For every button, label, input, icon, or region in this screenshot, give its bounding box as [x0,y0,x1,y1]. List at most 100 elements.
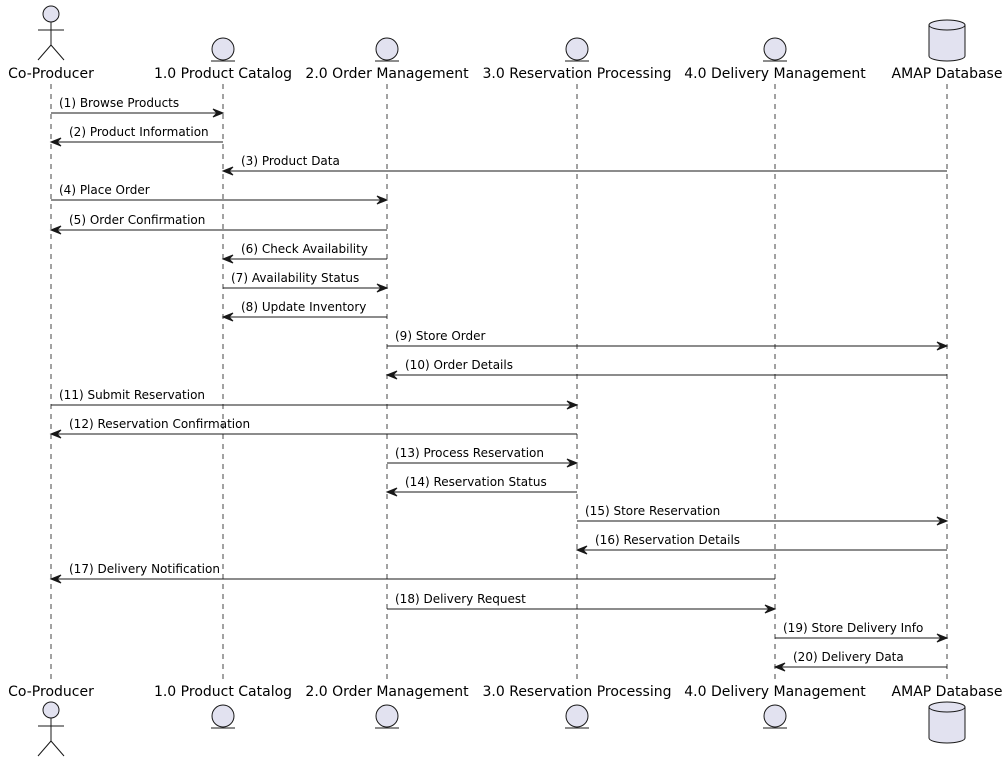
participant-bottom-p3: 3.0 Reservation Processing [483,684,672,729]
message-2: (2) Product Information [49,125,223,147]
arrowhead-icon [936,633,949,643]
participant-label: Co-Producer [8,684,94,700]
participant-top-p4: 4.0 Delivery Management [684,37,866,82]
message-label: (2) Product Information [69,125,209,139]
arrowhead-icon [385,487,398,497]
message-12: (12) Reservation Confirmation [49,417,577,439]
participant-bottom-p4: 4.0 Delivery Management [684,684,866,729]
message-label: (18) Delivery Request [395,592,526,606]
message-label: (19) Store Delivery Info [783,621,923,635]
participant-bottom-p5: AMAP Database [892,684,1003,744]
message-label: (14) Reservation Status [405,475,547,489]
participant-bottom-p0: Co-Producer [8,684,94,757]
message-label: (1) Browse Products [59,96,179,110]
message-label: (12) Reservation Confirmation [69,417,250,431]
message-1: (1) Browse Products [51,96,225,118]
message-6: (6) Check Availability [221,242,387,264]
arrowhead-icon [936,341,949,351]
message-19: (19) Store Delivery Info [775,621,949,643]
entity-icon [375,37,399,62]
entity-icon [763,37,787,62]
arrowhead-icon [385,370,398,380]
arrowhead-icon [221,254,234,264]
arrowhead-icon [221,312,234,322]
message-5: (5) Order Confirmation [49,213,387,235]
message-label: (13) Process Reservation [395,446,544,460]
messages: (1) Browse Products (2) Product Informati… [49,96,949,672]
message-11: (11) Submit Reservation [51,388,579,410]
arrowhead-icon [566,458,579,468]
participant-label: 3.0 Reservation Processing [483,684,672,700]
message-10: (10) Order Details [385,358,947,380]
participant-label: 4.0 Delivery Management [684,66,866,82]
entity-icon [211,704,235,729]
participant-label: AMAP Database [892,684,1003,700]
message-label: (11) Submit Reservation [59,388,205,402]
message-label: (5) Order Confirmation [69,213,205,227]
participant-label: Co-Producer [8,66,94,82]
entity-icon [763,704,787,729]
database-icon [928,19,966,62]
participant-top-p0: Co-Producer [8,5,94,82]
arrowhead-icon [575,545,588,555]
arrowhead-icon [566,400,579,410]
arrowhead-icon [221,166,234,176]
message-label: (9) Store Order [395,329,486,343]
message-9: (9) Store Order [387,329,949,351]
participant-bottom-p1: 1.0 Product Catalog [154,684,292,729]
message-7: (7) Availability Status [223,271,389,293]
participant-top-p1: 1.0 Product Catalog [154,37,292,82]
message-20: (20) Delivery Data [773,650,947,672]
message-13: (13) Process Reservation [387,446,579,468]
participant-top-p2: 2.0 Order Management [305,37,469,82]
arrowhead-icon [376,195,389,205]
participant-label: 2.0 Order Management [305,684,469,700]
message-label: (4) Place Order [59,183,150,197]
message-label: (6) Check Availability [241,242,368,256]
entity-icon [211,37,235,62]
database-icon [928,701,966,744]
message-16: (16) Reservation Details [575,533,947,555]
participant-heads-bottom: Co-Producer 1.0 Product Catalog 2.0 Order … [8,684,1003,757]
message-label: (17) Delivery Notification [69,562,220,576]
participant-heads-top: Co-Producer 1.0 Product Catalog 2.0 Order … [8,5,1003,82]
participant-top-p5: AMAP Database [892,19,1003,82]
arrowhead-icon [773,662,786,672]
message-label: (15) Store Reservation [585,504,720,518]
message-4: (4) Place Order [51,183,389,205]
participant-label: AMAP Database [892,66,1003,82]
message-label: (16) Reservation Details [595,533,740,547]
participant-label: 1.0 Product Catalog [154,66,292,82]
message-15: (15) Store Reservation [577,504,949,526]
arrowhead-icon [764,604,777,614]
message-18: (18) Delivery Request [387,592,777,614]
message-label: (3) Product Data [241,154,340,168]
arrowhead-icon [49,137,62,147]
message-label: (7) Availability Status [231,271,359,285]
message-14: (14) Reservation Status [385,475,577,497]
actor-icon [37,701,65,757]
actor-icon [37,5,65,61]
entity-icon [565,704,589,729]
participant-label: 3.0 Reservation Processing [483,66,672,82]
message-label: (8) Update Inventory [241,300,366,314]
message-label: (20) Delivery Data [793,650,904,664]
arrowhead-icon [49,429,62,439]
entity-icon [375,704,399,729]
message-17: (17) Delivery Notification [49,562,775,584]
message-label: (10) Order Details [405,358,513,372]
participant-label: 2.0 Order Management [305,66,469,82]
entity-icon [565,37,589,62]
participant-label: 1.0 Product Catalog [154,684,292,700]
arrowhead-icon [376,283,389,293]
arrowhead-icon [936,516,949,526]
message-8: (8) Update Inventory [221,300,387,322]
participant-top-p3: 3.0 Reservation Processing [483,37,672,82]
arrowhead-icon [49,225,62,235]
participant-label: 4.0 Delivery Management [684,684,866,700]
arrowhead-icon [49,574,62,584]
arrowhead-icon [212,108,225,118]
participant-bottom-p2: 2.0 Order Management [305,684,469,729]
message-3: (3) Product Data [221,154,947,176]
